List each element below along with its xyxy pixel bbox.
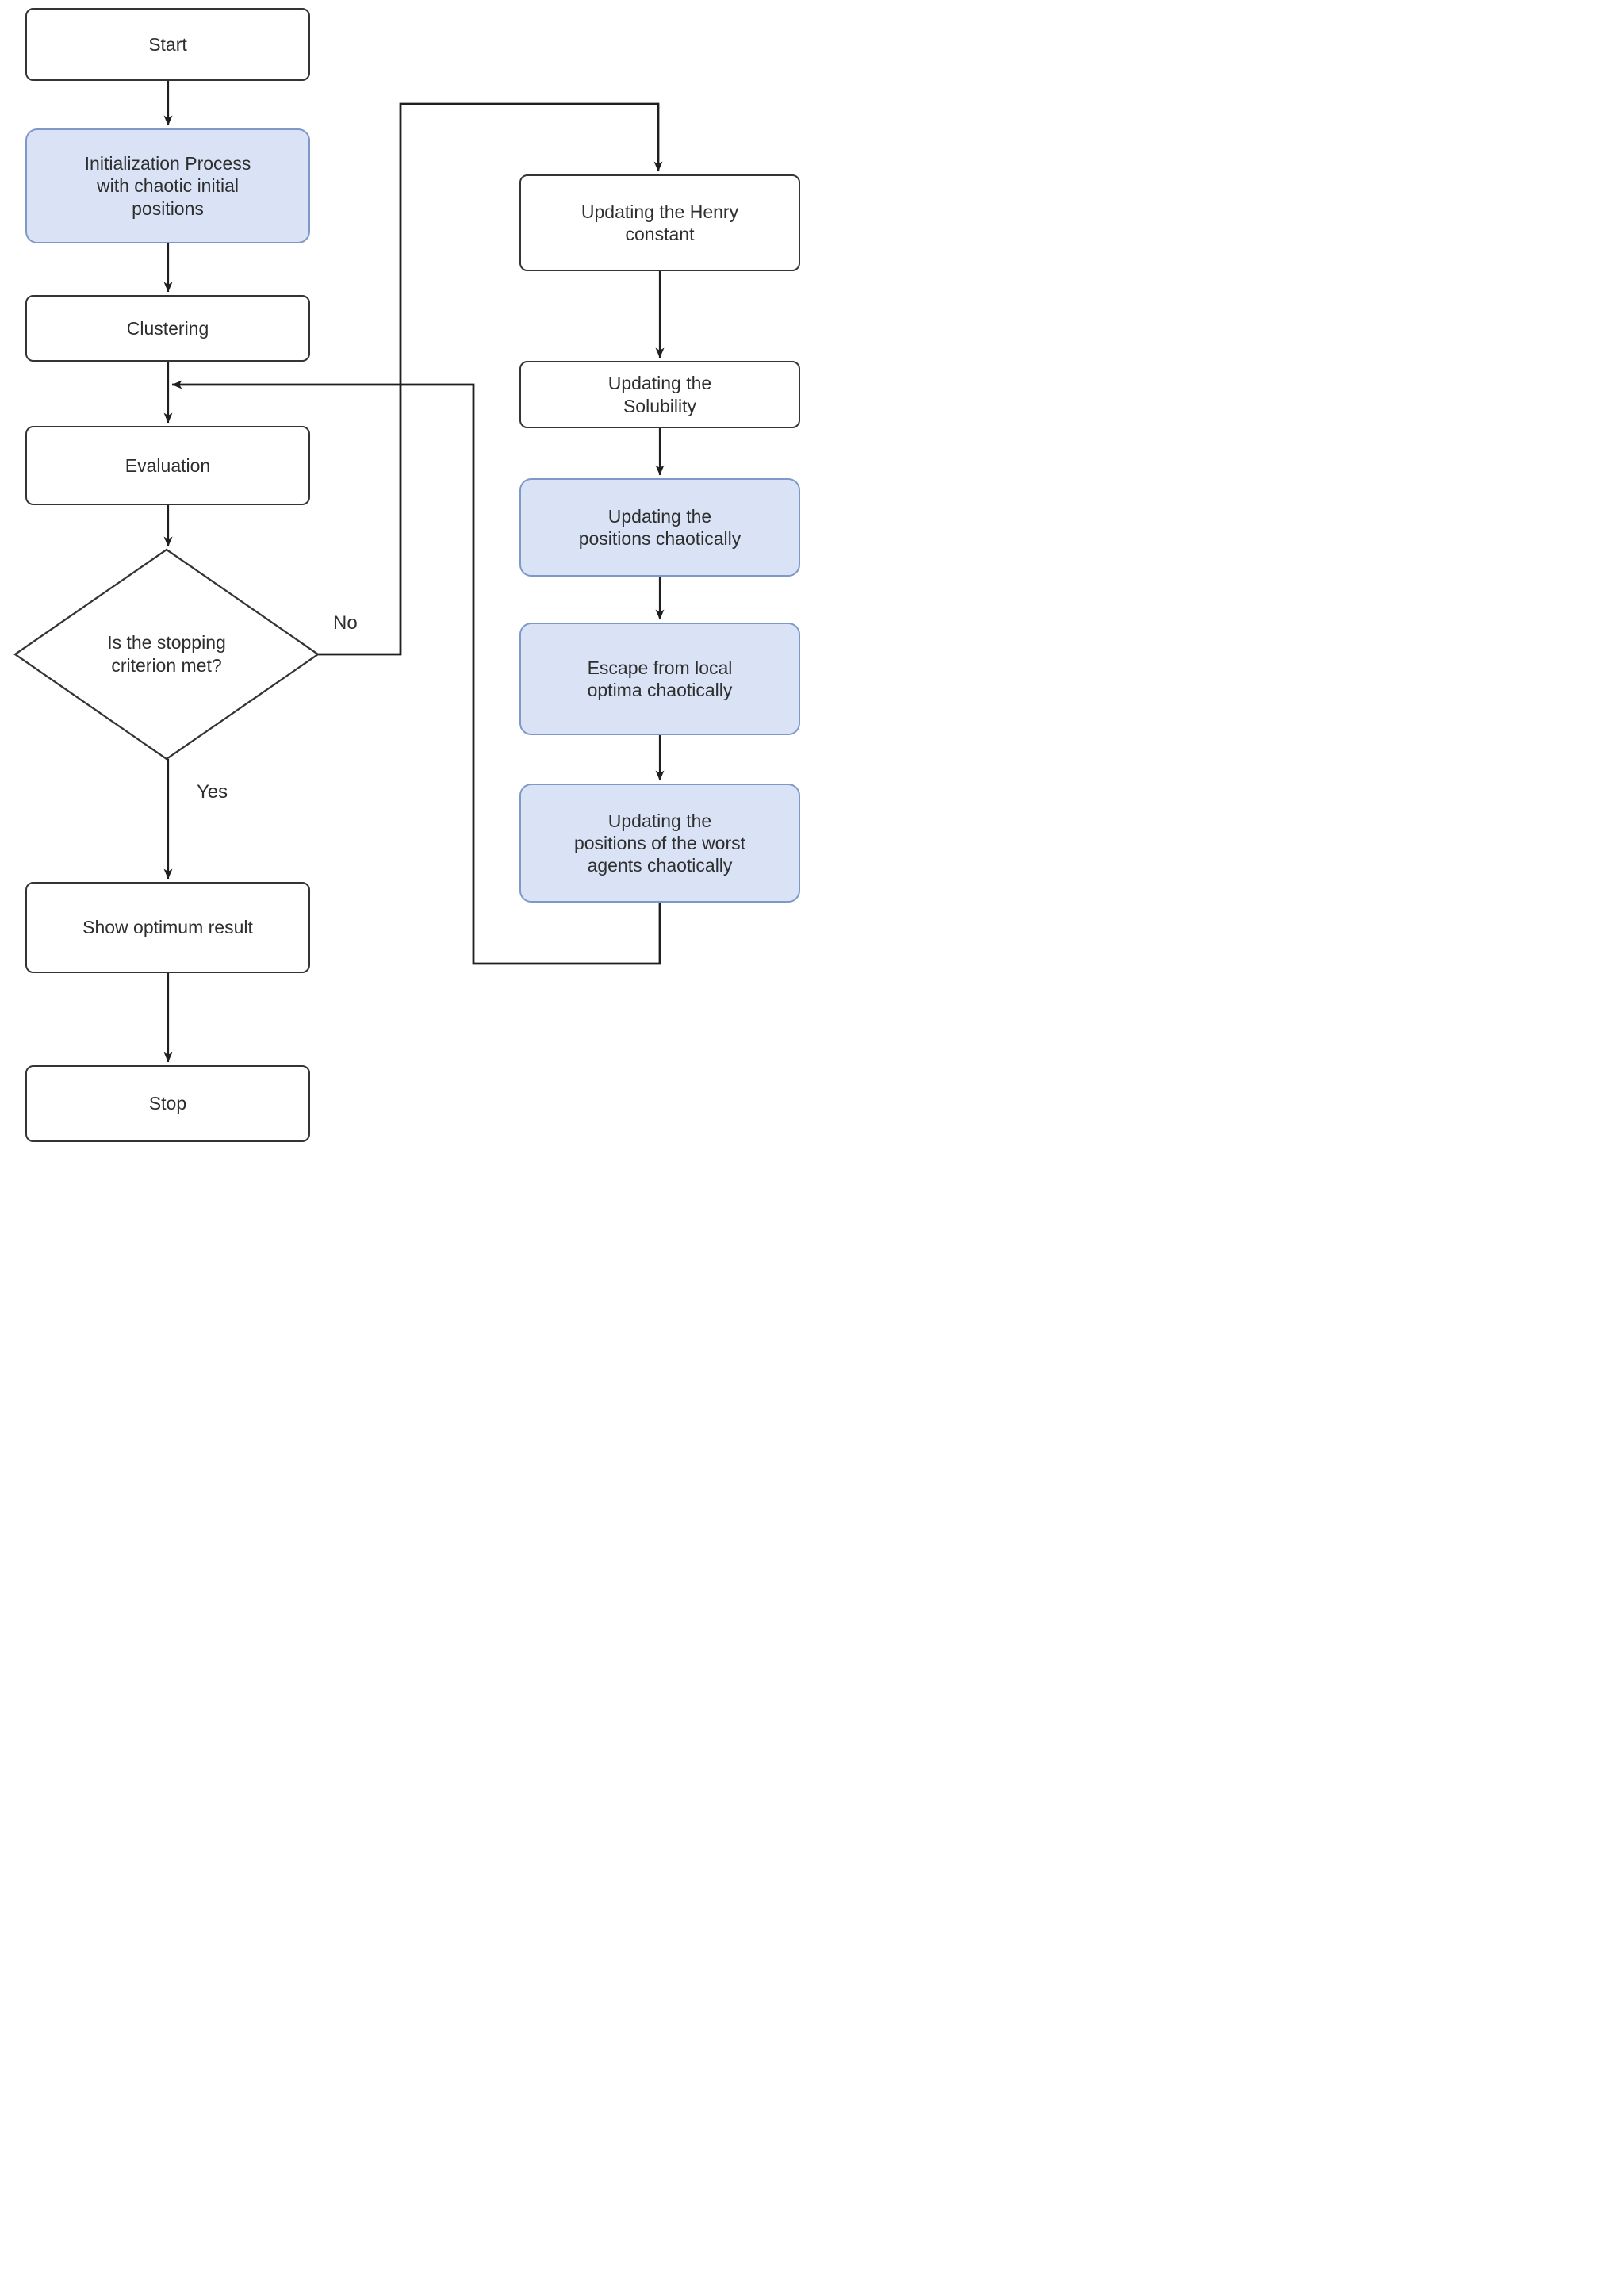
edge-label-no: No bbox=[333, 612, 358, 634]
node-clustering-label: Clustering bbox=[126, 317, 209, 339]
node-escape-local-optima-label: Escape from local optima chaotically bbox=[587, 657, 733, 700]
node-decision: Is the stopping criterion met? bbox=[48, 611, 285, 698]
node-stop-label: Stop bbox=[148, 1093, 187, 1114]
node-initialization-label: Initialization Process with chaotic init… bbox=[84, 153, 251, 219]
edge-decision-henry-no bbox=[318, 102, 663, 656]
node-initialization: Initialization Process with chaotic init… bbox=[25, 128, 310, 243]
node-update-worst-agents-label: Updating the positions of the worst agen… bbox=[573, 810, 746, 876]
node-evaluation-label: Evaluation bbox=[125, 454, 211, 476]
node-update-worst-agents: Updating the positions of the worst agen… bbox=[519, 784, 800, 903]
edge-label-yes: Yes bbox=[197, 781, 228, 803]
flowchart-canvas: Start Initialization Process with chaoti… bbox=[0, 0, 810, 1148]
node-stop: Stop bbox=[25, 1065, 310, 1142]
node-evaluation: Evaluation bbox=[25, 426, 310, 505]
node-show-result: Show optimum result bbox=[25, 882, 310, 973]
node-update-solubility: Updating the Solubility bbox=[519, 361, 800, 428]
node-clustering: Clustering bbox=[25, 295, 310, 362]
node-update-solubility-label: Updating the Solubility bbox=[607, 373, 712, 416]
node-show-result-label: Show optimum result bbox=[82, 917, 253, 938]
node-escape-local-optima: Escape from local optima chaotically bbox=[519, 623, 800, 735]
node-update-henry-label: Updating the Henry constant bbox=[581, 201, 739, 244]
node-start: Start bbox=[25, 8, 310, 81]
node-update-positions: Updating the positions chaotically bbox=[519, 478, 800, 577]
node-update-henry: Updating the Henry constant bbox=[519, 174, 800, 271]
edge-worst-feedback-loop bbox=[171, 380, 661, 965]
node-update-positions-label: Updating the positions chaotically bbox=[578, 505, 742, 549]
node-start-label: Start bbox=[148, 33, 187, 55]
node-decision-label: Is the stopping criterion met? bbox=[107, 632, 226, 676]
connector-layer bbox=[13, 81, 665, 1063]
decision-diamond-shape bbox=[13, 548, 320, 761]
